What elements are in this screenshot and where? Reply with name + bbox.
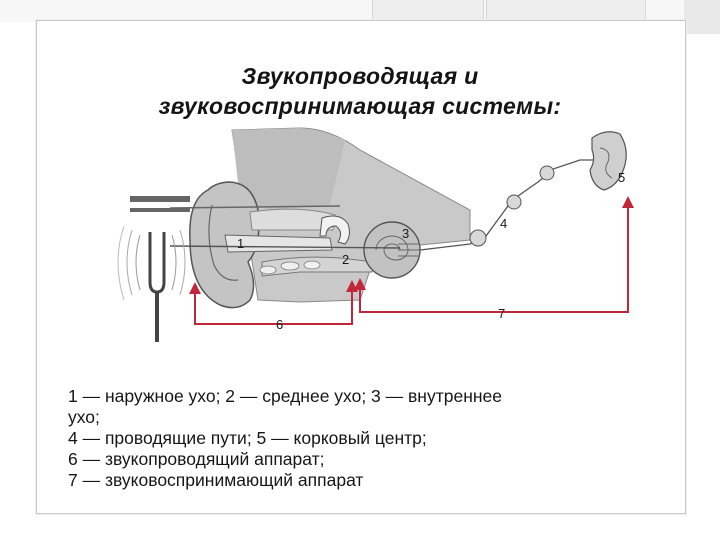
legend-line: ухо; xyxy=(68,407,100,427)
label-6: 6 xyxy=(276,317,284,332)
sound-wave-right-1 xyxy=(171,234,177,291)
label-3: 3 xyxy=(402,226,410,241)
cochlea-spiral xyxy=(375,235,409,261)
arrow-7-head-right xyxy=(622,196,634,208)
ossicle-chain xyxy=(319,215,350,245)
legend-line: 6 — звукопроводящий аппарат; xyxy=(68,449,325,469)
sound-wave-left-3 xyxy=(117,225,125,301)
sound-wave-left-2 xyxy=(126,229,133,296)
arrow-6-head-left xyxy=(189,282,201,294)
auricle-inner-fold xyxy=(208,204,239,281)
cortical-fold xyxy=(599,147,613,179)
legend-line: 4 — проводящие пути; 5 — корковый центр; xyxy=(68,428,427,448)
arrow-6-path xyxy=(194,290,353,325)
sound-wave-left-1 xyxy=(135,234,141,291)
lower-ossicle-b xyxy=(280,261,300,271)
nerve-node-2 xyxy=(506,194,522,210)
legend-line: 1 — наружное ухо; 2 — среднее ухо; 3 — в… xyxy=(68,386,502,406)
nerve-node-1 xyxy=(469,229,487,247)
corner-decor xyxy=(684,0,720,34)
label-7: 7 xyxy=(498,306,506,321)
nerve-node-3 xyxy=(539,165,555,181)
slide-title-line2: звуковоспринимающая системы: xyxy=(158,93,562,119)
label-5: 5 xyxy=(618,170,626,185)
sound-wave-right-2 xyxy=(179,229,186,296)
tuning-fork-bar-b xyxy=(130,208,190,212)
sound-path-lower xyxy=(169,245,401,249)
tuning-fork-bar-a xyxy=(130,196,190,202)
auricle xyxy=(189,181,260,309)
arrow-7-head-left xyxy=(354,278,366,290)
lower-ossicle-c xyxy=(303,260,321,270)
tuning-fork xyxy=(148,232,166,294)
legend-text: 1 — наружное ухо; 2 — среднее ухо; 3 — в… xyxy=(68,386,678,491)
legend-line: 7 — звуковоспринимающий аппарат xyxy=(68,470,364,490)
arrow-7-path xyxy=(359,206,629,313)
skull-upper-shade xyxy=(232,128,345,210)
slide-title-line1: Звукопроводящая и xyxy=(241,63,479,89)
sound-path-upper xyxy=(169,205,341,209)
label-1: 1 xyxy=(237,236,245,251)
label-4: 4 xyxy=(500,216,508,231)
lower-ossicle-a xyxy=(259,265,277,275)
label-2: 2 xyxy=(342,252,350,267)
